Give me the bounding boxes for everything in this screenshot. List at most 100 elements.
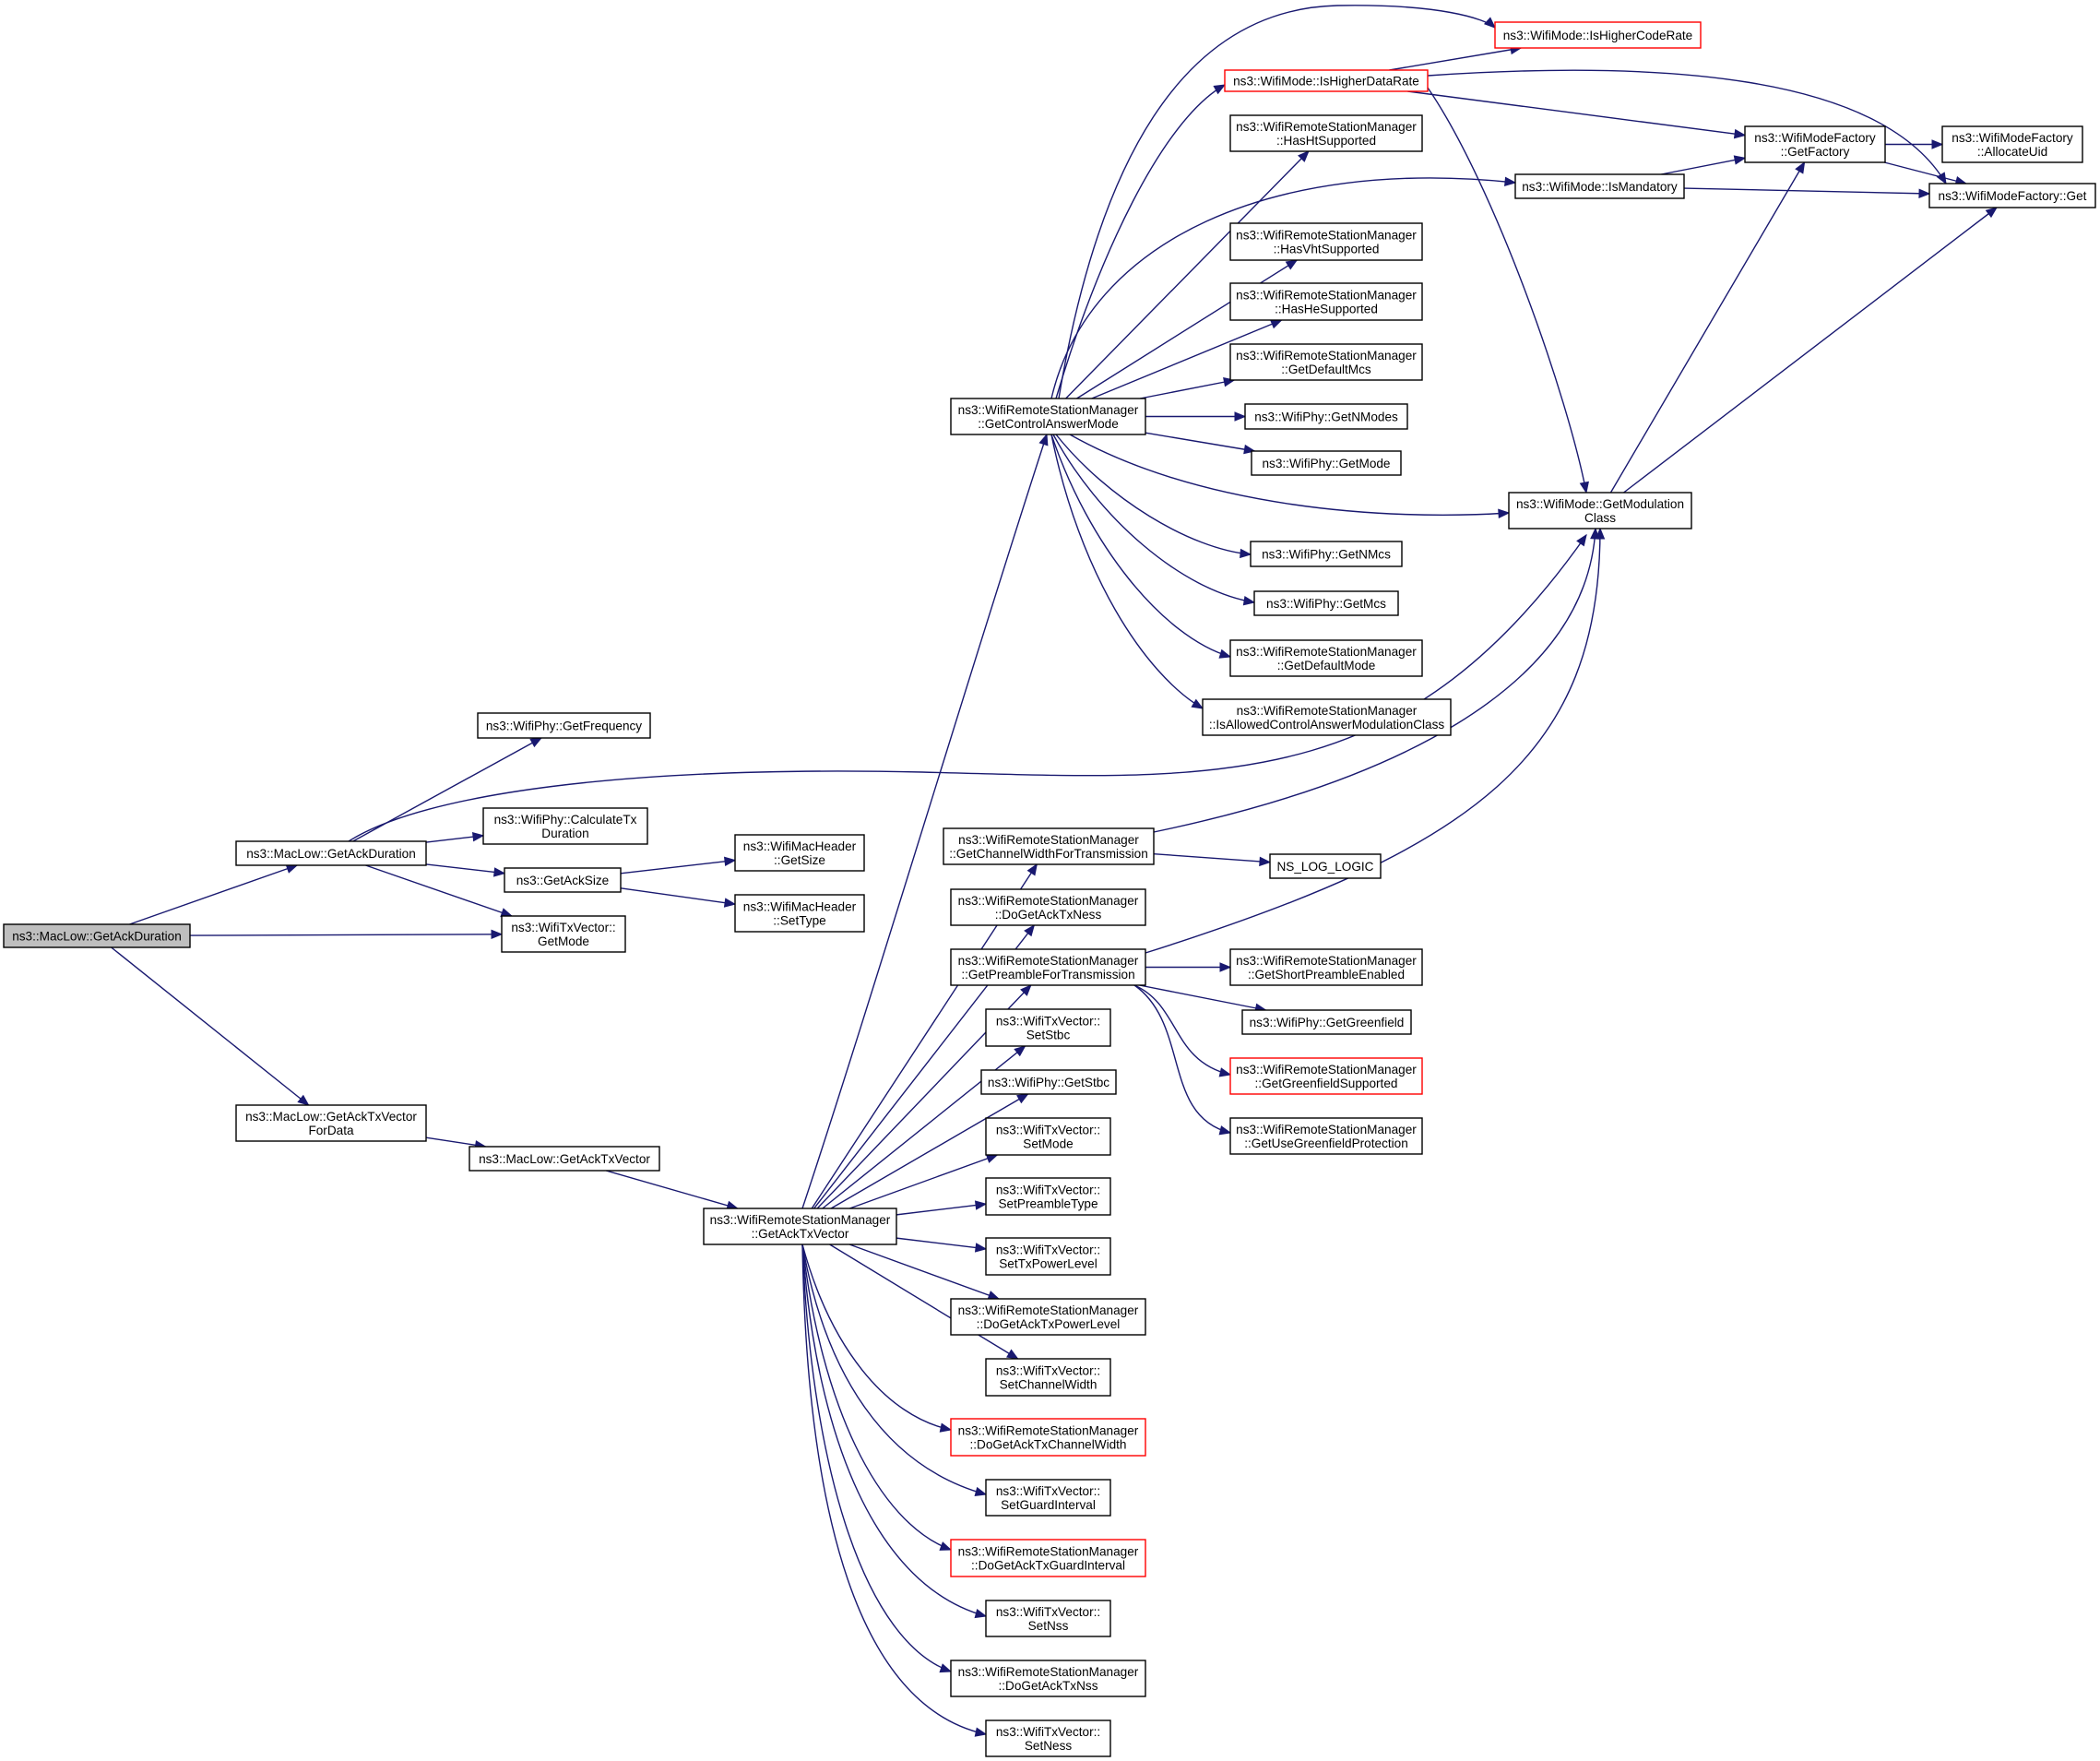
node-phyGetMcs[interactable]: ns3::WifiPhy::GetMcs [1253,590,1399,616]
node-phyGetGreenfield[interactable]: ns3::WifiPhy::GetGreenfield [1241,1009,1412,1035]
node-label: ns3::WifiModeFactory::Get [1939,189,2087,203]
node-rsmHasVhtSupported[interactable]: ns3::WifiRemoteStationManager::HasVhtSup… [1229,222,1423,261]
node-label: SetStbc [1026,1029,1071,1042]
node-box [980,1069,1117,1095]
edge-arrowhead [1020,984,1032,996]
node-rsmDoGetAckTxPowerLevel[interactable]: ns3::WifiRemoteStationManager::DoGetAckT… [950,1298,1146,1336]
node-txvSetPreambleType[interactable]: ns3::WifiTxVector::SetPreambleType [985,1177,1111,1216]
edge-rsmGetAckTxVector-to-rsmDoGetAckTxNss [801,1243,953,1673]
node-phyGetMode[interactable]: ns3::WifiPhy::GetMode [1251,450,1402,476]
node-txvSetTxPowerLevel[interactable]: ns3::WifiTxVector::SetTxPowerLevel [985,1237,1111,1276]
node-modeIsMandatory[interactable]: ns3::WifiMode::IsMandatory [1514,173,1685,199]
node-rsmGetShortPreambleEnabled[interactable]: ns3::WifiRemoteStationManager::GetShortP… [1229,948,1423,986]
node-label: ns3::WifiTxVector:: [996,1725,1100,1739]
node-phyGetNMcs[interactable]: ns3::WifiPhy::GetNMcs [1250,541,1403,567]
node-root[interactable]: ns3::MacLow::GetAckDuration [3,923,191,948]
node-txvGetMode[interactable]: ns3::WifiTxVector::GetMode [501,915,626,953]
node-box [950,1660,1146,1697]
node-box [1251,450,1402,476]
node-rsmGetAckTxVector[interactable]: ns3::WifiRemoteStationManager::GetAckTxV… [703,1208,897,1245]
edge-modeGetModulationClass-to-factoryGetFactory [1609,161,1806,494]
node-txvSetNess[interactable]: ns3::WifiTxVector::SetNess [985,1719,1111,1757]
node-rsmDoGetAckTxGuardInterval[interactable]: ns3::WifiRemoteStationManager::DoGetAckT… [950,1539,1146,1577]
node-modeIsHigherDataRate[interactable]: ns3::WifiMode::IsHigherDataRate [1224,69,1429,92]
edge-arrowhead [1579,481,1589,494]
node-rsmHasHtSupported[interactable]: ns3::WifiRemoteStationManager::HasHtSupp… [1229,114,1423,152]
node-getAckSize[interactable]: ns3::GetAckSize [504,867,622,893]
node-box [1229,948,1423,986]
edge-line [1153,852,1271,863]
edge-rsmGetPreambleForTransmission-to-modeGetModulationClass [1145,527,1606,954]
node-rsmGetPreambleForTransmission[interactable]: ns3::WifiRemoteStationManager::GetPreamb… [950,948,1146,986]
edge-rsmGetAckTxVector-to-rsmDoGetAckTxPowerLevel [848,1243,1001,1300]
node-phyGetNModes[interactable]: ns3::WifiPhy::GetNModes [1244,403,1408,430]
node-rsmHasHeSupported[interactable]: ns3::WifiRemoteStationManager::HasHeSupp… [1229,282,1423,321]
node-label: ::GetUseGreenfieldProtection [1244,1136,1408,1150]
node-txvSetGuardInterval[interactable]: ns3::WifiTxVector::SetGuardInterval [985,1479,1111,1517]
edge-arrowhead [939,1541,953,1551]
edge-arrowhead [723,898,737,908]
node-label: ::GetPreambleForTransmission [961,968,1134,982]
node-label: ::GetChannelWidthForTransmission [949,847,1148,861]
node-label: ns3::WifiModeFactory [1754,131,1876,145]
edge-line [1139,984,1266,1011]
node-txvSetNss[interactable]: ns3::WifiTxVector::SetNss [985,1600,1111,1637]
node-label: ::DoGetAckTxNess [995,908,1102,922]
node-macGetAckTxVector[interactable]: ns3::MacLow::GetAckTxVector [469,1146,660,1172]
edge-line [1623,207,1998,494]
node-txvSetMode[interactable]: ns3::WifiTxVector::SetMode [985,1117,1111,1156]
edge-arrowhead [1504,176,1517,186]
node-macHdrSetType[interactable]: ns3::WifiMacHeader::SetType [734,894,865,933]
node-factoryGet[interactable]: ns3::WifiModeFactory::Get [1928,183,2096,208]
node-rsmGetUseGreenfieldProtection[interactable]: ns3::WifiRemoteStationManager::GetUseGre… [1229,1117,1423,1155]
node-rsmGetGreenfieldSupported[interactable]: ns3::WifiRemoteStationManager::GetGreenf… [1229,1057,1423,1095]
node-txvSetStbc[interactable]: ns3::WifiTxVector::SetStbc [985,1008,1111,1047]
node-rsmGetControlAnswerMode[interactable]: ns3::WifiRemoteStationManager::GetContro… [950,398,1146,435]
node-label: ::HasVhtSupported [1274,243,1380,256]
node-label: ::GetAckTxVector [752,1227,849,1241]
node-rsmGetDefaultMcs[interactable]: ns3::WifiRemoteStationManager::GetDefaul… [1229,343,1423,381]
node-rsmDoGetAckTxNss[interactable]: ns3::WifiRemoteStationManager::DoGetAckT… [950,1660,1146,1697]
node-box [1744,125,1886,163]
node-phyGetFrequency[interactable]: ns3::WifiPhy::GetFrequency [477,712,651,739]
node-box [1229,1057,1423,1095]
node-macHdrGetSize[interactable]: ns3::WifiMacHeader::GetSize [734,834,865,872]
node-rsmGetChannelWidthForTransmission[interactable]: ns3::WifiRemoteStationManager::GetChanne… [943,827,1155,865]
node-rsmDoGetAckTxNess[interactable]: ns3::WifiRemoteStationManager::DoGetAckT… [950,888,1146,926]
edge-rsmGetControlAnswerMode-to-modeGetModulationClass [1069,434,1511,518]
edge-arrowhead [974,1200,988,1210]
node-label: Duration [541,827,588,840]
node-factoryAllocateUid[interactable]: ns3::WifiModeFactory::AllocateUid [1941,125,2083,163]
node-rsmDoGetAckTxChannelWidth[interactable]: ns3::WifiRemoteStationManager::DoGetAckT… [950,1418,1146,1457]
node-modeIsHigherCodeRate[interactable]: ns3::WifiMode::IsHigherCodeRate [1494,21,1702,49]
node-box [3,923,191,948]
node-label: ns3::WifiPhy::GetNMcs [1262,548,1391,562]
node-rsmIsAllowedControlAnswerModulationClass[interactable]: ns3::WifiRemoteStationManager::IsAllowed… [1202,698,1452,736]
edge-root-to-txvGetMode [189,929,504,940]
edge-rsmGetAckTxVector-to-txvSetMode [849,1153,999,1209]
node-label: ns3::WifiMode::IsHigherCodeRate [1503,29,1693,42]
edge-arrowhead [1240,548,1252,559]
node-label: ns3::WifiTxVector:: [996,1124,1100,1137]
node-factoryGetFactory[interactable]: ns3::WifiModeFactory::GetFactory [1744,125,1886,163]
edge-arrowhead [1024,923,1036,937]
node-rsmGetDefaultMode[interactable]: ns3::WifiRemoteStationManager::GetDefaul… [1229,639,1423,677]
node-txvSetChannelWidth[interactable]: ns3::WifiTxVector::SetChannelWidth [985,1358,1111,1397]
node-macGetAckDuration[interactable]: ns3::MacLow::GetAckDuration [235,840,427,866]
edge-line [1427,87,1587,494]
node-phyGetStbc[interactable]: ns3::WifiPhy::GetStbc [980,1069,1117,1095]
node-box [469,1146,660,1172]
node-box [1229,639,1423,677]
node-label: ns3::WifiRemoteStationManager [958,1665,1139,1679]
edge-rsmGetAckTxVector-to-txvSetChannelWidth [829,1243,1019,1360]
edge-arrowhead [1298,150,1310,162]
node-box [950,1298,1146,1336]
node-nsLogLogic[interactable]: NS_LOG_LOGIC [1269,853,1382,879]
node-label: ns3::WifiMode::GetModulation [1516,497,1684,511]
edge-arrowhead [1733,128,1747,139]
edge-arrowhead [974,1727,988,1737]
edge-arrowhead [974,1486,988,1497]
